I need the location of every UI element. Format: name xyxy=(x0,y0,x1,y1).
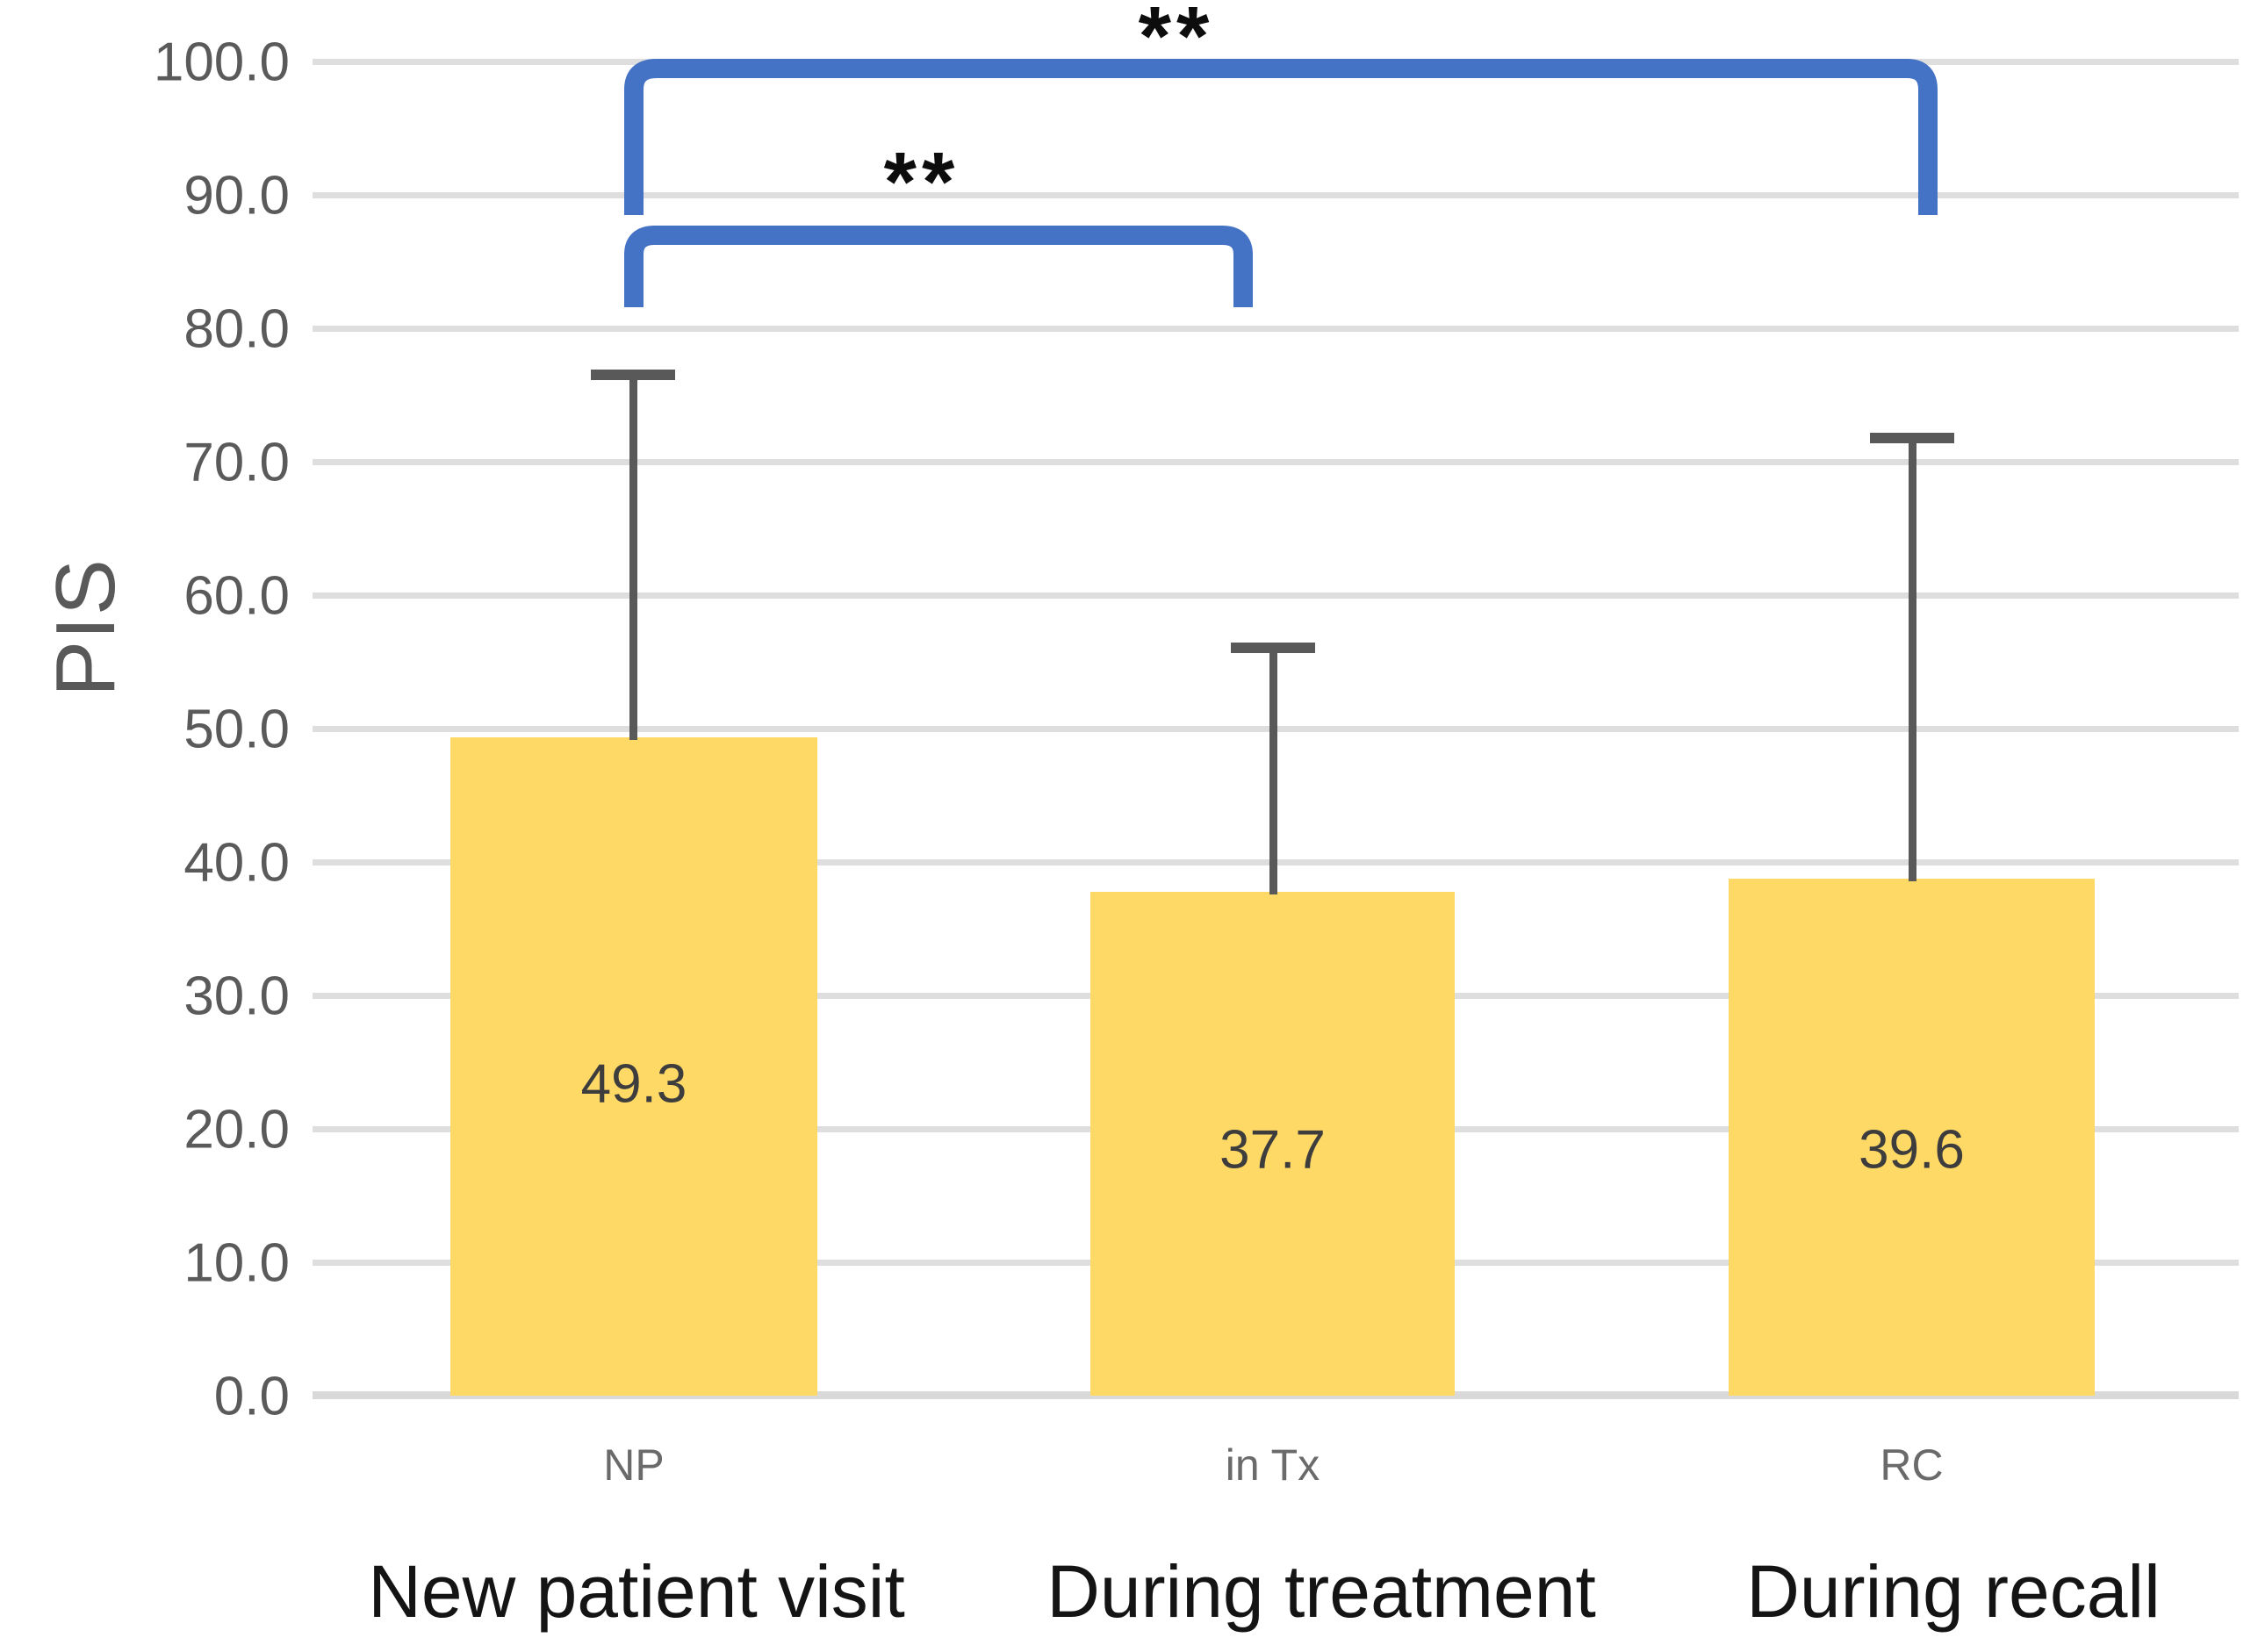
y-tick-10: 10.0 xyxy=(183,1232,290,1294)
error-bar-cap-in-tx xyxy=(1231,643,1315,653)
error-bar-stem-in-tx xyxy=(1269,646,1277,894)
error-bar-cap-np xyxy=(591,370,675,380)
y-tick-100: 100.0 xyxy=(153,32,290,93)
bar-value-rc: 39.6 xyxy=(1859,1119,1965,1181)
x-description-during-recall: During recall xyxy=(1746,1550,2161,1633)
y-tick-20: 20.0 xyxy=(183,1099,290,1160)
y-tick-90: 90.0 xyxy=(183,165,290,226)
significance-bracket-np-intx xyxy=(615,219,1282,325)
error-bar-stem-np xyxy=(629,373,637,740)
error-bar-cap-rc xyxy=(1870,433,1954,443)
y-tick-80: 80.0 xyxy=(183,298,290,360)
bar-np[interactable] xyxy=(450,737,817,1396)
bar-in-tx[interactable] xyxy=(1090,892,1455,1396)
y-tick-40: 40.0 xyxy=(183,832,290,894)
bar-value-np: 49.3 xyxy=(580,1053,687,1115)
bar-rc[interactable] xyxy=(1729,879,2095,1396)
x-tick-label-in-tx: in Tx xyxy=(1225,1440,1320,1490)
x-tick-label-rc: RC xyxy=(1880,1440,1944,1490)
x-description-during-treatment: During treatment xyxy=(1046,1550,1596,1633)
error-bar-stem-rc xyxy=(1909,436,1916,881)
bar-value-in-tx: 37.7 xyxy=(1219,1119,1326,1181)
x-description-new-patient-visit: New patient visit xyxy=(368,1550,905,1633)
significance-bracket-np-rc xyxy=(615,53,1949,228)
gridline-60 xyxy=(313,593,2239,599)
y-tick-70: 70.0 xyxy=(183,432,290,493)
gridline-80 xyxy=(313,326,2239,332)
y-tick-0: 0.0 xyxy=(213,1366,290,1427)
x-tick-label-np: NP xyxy=(603,1440,665,1490)
significance-stars-np-intx: ** xyxy=(883,135,960,229)
gridline-70 xyxy=(313,459,2239,465)
y-tick-60: 60.0 xyxy=(183,565,290,627)
y-tick-30: 30.0 xyxy=(183,966,290,1027)
y-tick-50: 50.0 xyxy=(183,699,290,760)
gridline-90 xyxy=(313,192,2239,198)
y-axis-tick-labels: 100.0 90.0 80.0 70.0 60.0 50.0 40.0 30.0… xyxy=(26,0,290,1652)
significance-stars-np-rc: ** xyxy=(1138,0,1215,83)
